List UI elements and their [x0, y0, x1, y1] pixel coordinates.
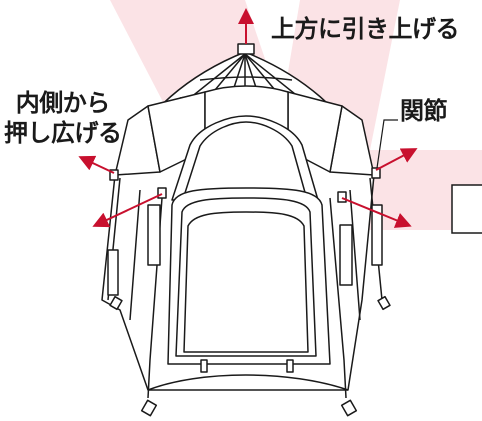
- arrow-lower-left: [92, 193, 163, 228]
- tent-body: [101, 43, 391, 417]
- pull-up-label: 上方に引き上げる: [271, 15, 460, 43]
- push-out-label-line2: 押し広げる: [4, 119, 122, 147]
- arrow-lower-right: [341, 197, 412, 228]
- arrow-upper-right: [375, 148, 418, 171]
- joint-leader-line: [376, 119, 398, 169]
- direction-arrows: [78, 8, 418, 228]
- joint-label: 関節: [400, 97, 448, 125]
- push-out-label-line1: 内側から: [15, 89, 110, 117]
- arrow-upper-left: [78, 155, 115, 174]
- push-out-label: 内側から 押し広げる: [4, 88, 122, 148]
- side-box: [451, 184, 482, 234]
